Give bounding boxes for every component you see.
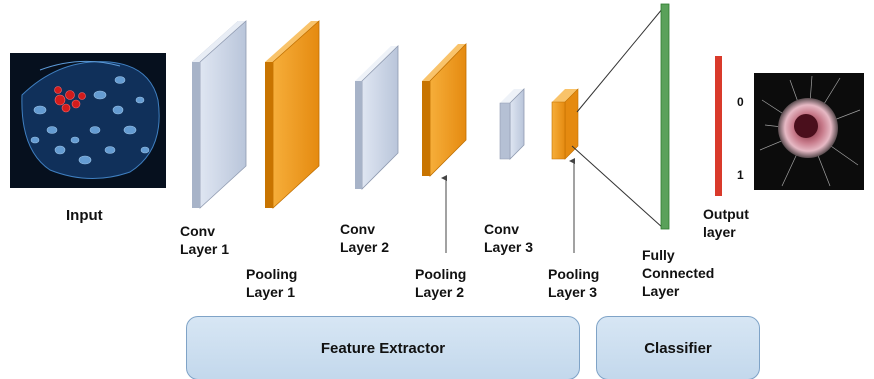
feature-extractor-label: Feature Extractor — [320, 339, 446, 357]
pooling-layer-2-block — [422, 43, 467, 177]
conv-layer-1-block — [192, 20, 247, 209]
output-class-0: 0 — [737, 95, 744, 109]
fc-connection-lines — [571, 7, 664, 229]
conv-layer-3-block — [499, 88, 525, 160]
pooling-layer-3-block — [551, 88, 579, 160]
classifier-label: Classifier — [644, 339, 712, 357]
input-image — [10, 53, 166, 188]
output-layer-bar — [715, 56, 722, 196]
pooling-layer-1-block — [265, 20, 320, 209]
classifier-panel: Classifier — [596, 316, 760, 379]
output-image — [754, 73, 864, 190]
conv-layer-2-block — [355, 45, 399, 190]
feature-extractor-panel: Feature Extractor — [186, 316, 580, 379]
output-class-1: 1 — [737, 168, 744, 182]
input-label: Input — [66, 207, 103, 224]
fully-connected-bar — [660, 3, 670, 230]
